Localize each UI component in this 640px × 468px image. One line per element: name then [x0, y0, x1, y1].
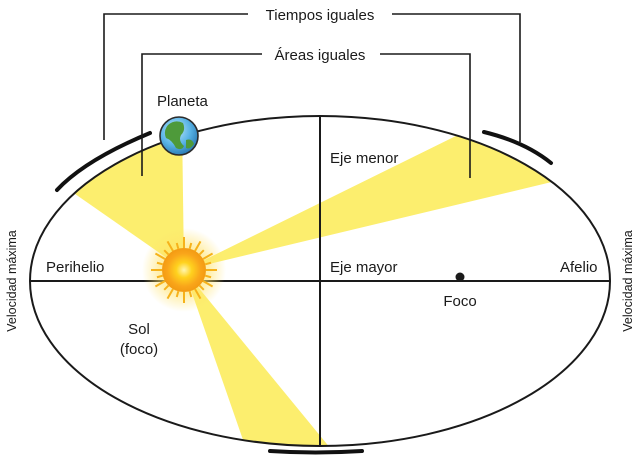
time-arc-right	[482, 130, 553, 165]
sun-ray	[194, 288, 202, 300]
sun-ray	[163, 249, 170, 256]
sun-ray	[204, 274, 212, 279]
focus-label: Foco	[443, 293, 476, 310]
sun-icon	[142, 228, 226, 312]
sun-label: Sol	[128, 321, 150, 338]
aphelion-label: Afelio	[560, 259, 598, 276]
sun-ray	[154, 252, 166, 260]
max-speed-right-label: Velocidad máxima	[621, 230, 635, 331]
equal-areas-label: Áreas iguales	[275, 47, 366, 64]
sun-ray	[156, 261, 164, 266]
equal-areas-bracket	[141, 53, 262, 176]
equal-times-label: Tiempos iguales	[266, 7, 375, 24]
major-axis-label: Eje mayor	[330, 259, 398, 276]
sun-ray	[198, 249, 205, 256]
swept-area-bottom	[184, 270, 340, 446]
sun-ray	[163, 284, 170, 291]
swept-area-perihelion-top	[55, 120, 184, 270]
sun-ray	[175, 290, 180, 298]
sun-ray	[204, 261, 212, 266]
sun-ray	[166, 288, 174, 300]
sun-focus-label: (foco)	[120, 341, 158, 358]
equal-times-bracket-right	[392, 13, 521, 142]
equal-times-bracket	[103, 13, 248, 140]
time-arc-bottom	[268, 449, 364, 455]
sun-ray	[154, 280, 166, 288]
sun-ray	[202, 280, 214, 288]
time-arc-left	[55, 131, 152, 192]
sun-ray	[198, 284, 205, 291]
sun-ray	[166, 240, 174, 252]
swept-area-aphelion	[184, 130, 560, 270]
sun-ray	[202, 252, 214, 260]
minor-axis-label: Eje menor	[330, 150, 398, 167]
focus-point	[455, 272, 465, 282]
planet-label: Planeta	[157, 93, 209, 110]
perihelion-label: Perihelio	[46, 259, 104, 276]
sun-ray	[175, 242, 180, 250]
sun-ray	[194, 240, 202, 252]
max-speed-left-label: Velocidad máxima	[5, 230, 19, 331]
sun-ray	[188, 290, 193, 298]
sun-ray	[188, 242, 193, 250]
equal-areas-bracket-right	[380, 53, 471, 178]
swept-areas	[55, 120, 560, 446]
sun-ray	[156, 274, 164, 279]
planet-icon	[159, 116, 199, 156]
